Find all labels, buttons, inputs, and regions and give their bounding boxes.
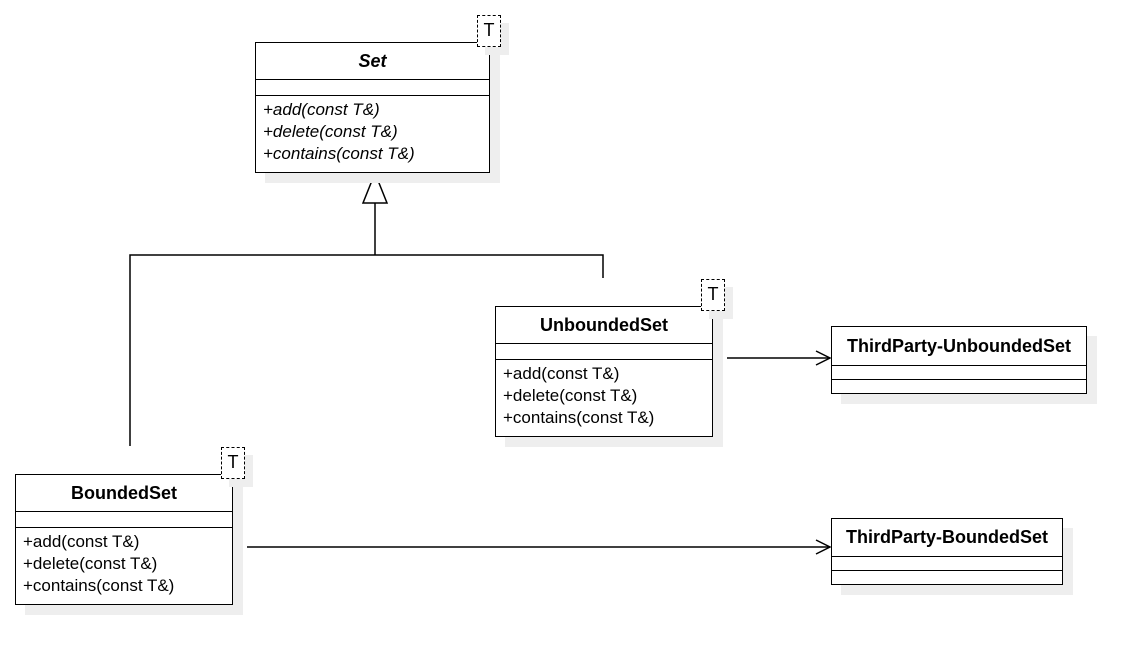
association-arrowhead-bounded xyxy=(815,539,832,555)
class-name: ThirdParty-UnboundedSet xyxy=(832,327,1086,366)
class-bounded-set[interactable]: BoundedSet +add(const T&) +delete(const … xyxy=(15,474,233,605)
class-name: Set xyxy=(256,43,489,80)
operations-compartment: +add(const T&) +delete(const T&) +contai… xyxy=(496,360,712,429)
operation: +contains(const T&) xyxy=(263,144,415,163)
attributes-compartment xyxy=(832,366,1086,380)
generalization-line-unbounded xyxy=(375,254,604,278)
association-arrowhead-unbounded xyxy=(815,350,832,366)
operation: +add(const T&) xyxy=(23,532,140,551)
operation: +delete(const T&) xyxy=(503,386,638,405)
class-set[interactable]: Set +add(const T&) +delete(const T&) +co… xyxy=(255,42,490,173)
operation: +add(const T&) xyxy=(503,364,620,383)
template-parameter: T xyxy=(701,279,725,311)
operation: +add(const T&) xyxy=(263,100,380,119)
class-name: BoundedSet xyxy=(16,475,232,512)
attributes-compartment xyxy=(16,512,232,528)
template-parameter: T xyxy=(221,447,245,479)
operations-compartment: +add(const T&) +delete(const T&) +contai… xyxy=(16,528,232,597)
class-thirdparty-bounded-set[interactable]: ThirdParty-BoundedSet xyxy=(831,518,1063,585)
template-parameter: T xyxy=(477,15,501,47)
attributes-compartment xyxy=(496,344,712,360)
generalization-line-bounded xyxy=(129,254,375,446)
class-unbounded-set[interactable]: UnboundedSet +add(const T&) +delete(cons… xyxy=(495,306,713,437)
operations-compartment: +add(const T&) +delete(const T&) +contai… xyxy=(256,96,489,165)
operation: +contains(const T&) xyxy=(23,576,175,595)
operation: +delete(const T&) xyxy=(263,122,398,141)
class-thirdparty-unbounded-set[interactable]: ThirdParty-UnboundedSet xyxy=(831,326,1087,394)
generalization-arrowhead xyxy=(361,170,389,204)
operation: +contains(const T&) xyxy=(503,408,655,427)
class-name: UnboundedSet xyxy=(496,307,712,344)
attributes-compartment xyxy=(256,80,489,96)
operation: +delete(const T&) xyxy=(23,554,158,573)
attributes-compartment xyxy=(832,557,1062,571)
class-name: ThirdParty-BoundedSet xyxy=(832,519,1062,557)
